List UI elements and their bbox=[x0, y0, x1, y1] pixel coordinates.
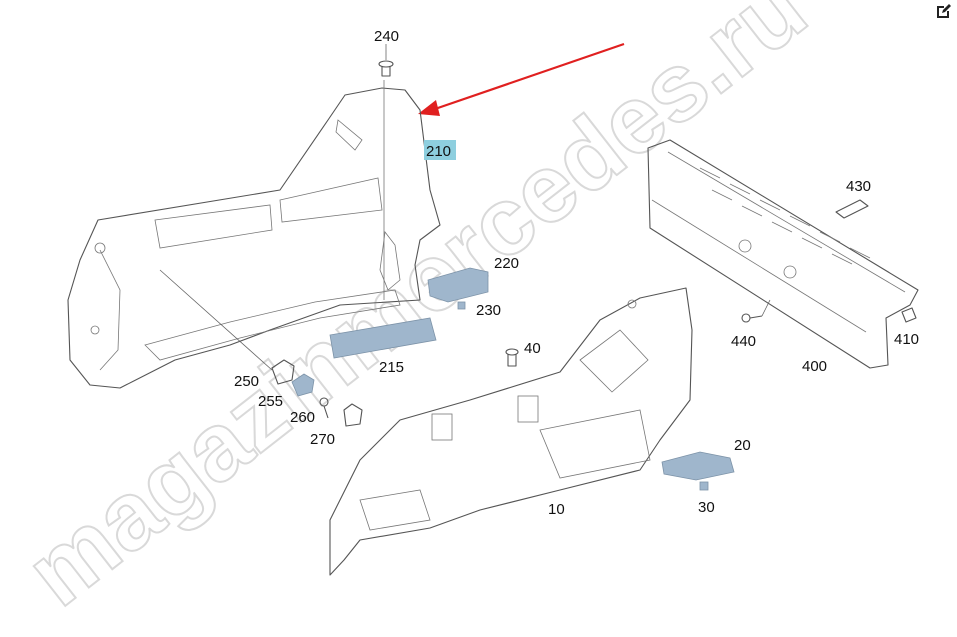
watermark: magazinmercedes.ru bbox=[7, 0, 825, 627]
pointer-arrow bbox=[418, 42, 625, 116]
part-250-retainer bbox=[159, 269, 295, 385]
callout-250: 250 bbox=[234, 373, 259, 390]
callout-240: 240 bbox=[374, 28, 399, 45]
part-30-clip bbox=[699, 481, 709, 491]
callout-20: 20 bbox=[734, 437, 751, 454]
callout-400: 400 bbox=[802, 358, 827, 375]
part-255-grommet bbox=[291, 373, 315, 397]
callout-210-highlight bbox=[424, 140, 456, 160]
part-400-rear-panel bbox=[647, 139, 919, 369]
callout-430: 430 bbox=[846, 178, 871, 195]
callout-30: 30 bbox=[698, 499, 715, 516]
part-210-side-trim-panel bbox=[67, 80, 441, 389]
edit-icon bbox=[937, 4, 951, 18]
part-40-clip bbox=[505, 348, 519, 367]
callout-220: 220 bbox=[494, 255, 519, 272]
callout-440: 440 bbox=[731, 333, 756, 350]
callout-260: 260 bbox=[290, 409, 315, 426]
callout-10: 10 bbox=[548, 501, 565, 518]
part-10-side-trim-panel bbox=[329, 287, 693, 576]
part-230-clip bbox=[457, 301, 466, 310]
callout-labels: 240 210 220 230 215 40 250 255 260 270 4… bbox=[234, 28, 919, 518]
callout-210: 210 bbox=[426, 143, 451, 160]
part-215-pad bbox=[329, 317, 437, 359]
edit-button[interactable] bbox=[935, 2, 953, 20]
callout-215: 215 bbox=[379, 359, 404, 376]
part-430-plate bbox=[835, 199, 869, 219]
part-260-screw bbox=[319, 397, 329, 419]
callout-255: 255 bbox=[258, 393, 283, 410]
callout-40: 40 bbox=[524, 340, 541, 357]
callout-410: 410 bbox=[894, 331, 919, 348]
part-240-clip bbox=[378, 44, 394, 77]
part-410-clip bbox=[901, 307, 917, 323]
part-20-cover bbox=[661, 451, 735, 481]
callout-230: 230 bbox=[476, 302, 501, 319]
part-270-bracket bbox=[343, 403, 363, 427]
callout-270: 270 bbox=[310, 431, 335, 448]
part-220-cover bbox=[427, 267, 489, 303]
part-440-screw bbox=[741, 299, 771, 323]
